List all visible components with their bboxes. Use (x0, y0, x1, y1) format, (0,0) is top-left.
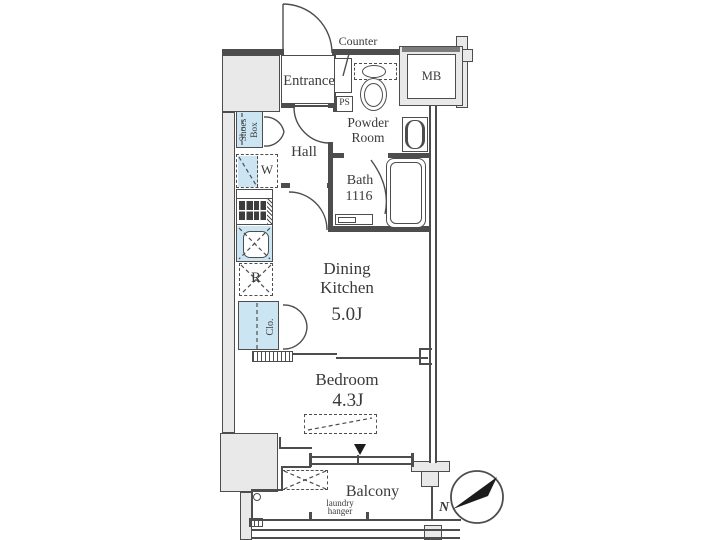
dining-kitchen-area-label: 5.0J (331, 304, 363, 325)
window-jamb (309, 453, 312, 467)
bedroom-label: Bedroom (315, 370, 379, 389)
toilet-lid (362, 65, 386, 78)
bedroom-dashed-area (304, 414, 377, 434)
laundry-hanger-label: laundry hanger (326, 498, 354, 517)
sliding-door-panel (293, 353, 337, 355)
balcony-edge (251, 489, 283, 491)
mb-label: MB (421, 69, 442, 83)
balcony-label: Balcony (345, 483, 400, 500)
entrance-door-arc (282, 3, 333, 54)
shoes-box-label: Shoes Box (239, 118, 260, 142)
wall-segment (328, 142, 333, 155)
stove-side-hatch (266, 199, 273, 224)
wall-east (429, 103, 437, 463)
railing-post (366, 512, 369, 520)
balcony-railing (249, 519, 461, 521)
wall-segment (327, 183, 333, 188)
balcony-vent (249, 518, 263, 527)
bedroom-area-label: 4.3J (332, 390, 364, 411)
wall-segment (328, 158, 333, 232)
toilet-bowl-inner (364, 83, 383, 107)
bath-step (335, 214, 373, 225)
fridge-label: R (250, 270, 261, 286)
stove-burner (254, 201, 266, 220)
powder-room-label: Powder Room (347, 115, 389, 146)
kitchen-sink (243, 231, 269, 258)
compass-circle (450, 470, 504, 524)
entrance-label: Entrance (283, 73, 335, 89)
wall-segment (222, 49, 284, 55)
window-line (312, 456, 412, 458)
meter-box (407, 54, 456, 99)
bath-step-inner (338, 216, 356, 223)
washer-pan (237, 155, 258, 187)
balcony-edge (251, 489, 253, 521)
window-center-stile (357, 455, 359, 465)
bath-size-label: 1116 (345, 189, 373, 204)
ps-label: PS (339, 98, 350, 108)
railing-post (309, 512, 312, 520)
wall-segment (402, 46, 460, 52)
wall-mass-northeast-notch (462, 49, 473, 62)
window-line (312, 463, 412, 465)
wall-mass-southwest (220, 433, 278, 492)
balcony-outer-rail (251, 529, 460, 539)
balcony-edge (281, 466, 311, 468)
wall-segment (279, 447, 312, 449)
stove-block (237, 198, 272, 225)
north-label: N (438, 500, 450, 515)
wall-mass-entrance-left (222, 55, 280, 112)
window-jamb (411, 453, 414, 467)
entrance-step-line (294, 105, 328, 107)
wall-mass-balcony-right-column (421, 471, 439, 487)
wall-segment (281, 183, 290, 188)
wall-segment (388, 153, 430, 158)
balcony-edge (431, 486, 433, 520)
bath-label: Bath (346, 173, 374, 188)
wall-segment (332, 49, 404, 55)
closet (238, 301, 279, 350)
counter-fixture (334, 58, 352, 93)
washer-label: W (260, 162, 274, 177)
pipe-space-box (336, 96, 353, 112)
sliding-door-panel (336, 357, 428, 359)
closet-label: Clo. (265, 318, 277, 336)
north-arrow (453, 477, 497, 509)
counter-label: Counter (338, 34, 378, 48)
wall-segment (328, 226, 436, 232)
powder-door-arc (293, 106, 331, 144)
window-center-marker (354, 444, 366, 455)
balcony-ac-space (282, 470, 328, 490)
shoes-box (236, 111, 263, 148)
wall-segment (281, 103, 295, 108)
partition-hatch (252, 351, 293, 362)
bathtub-inner (390, 162, 422, 224)
hall-label: Hall (291, 144, 317, 160)
hall-dk-door-arc (288, 191, 328, 231)
stove-burner (239, 201, 253, 220)
wall-segment (328, 153, 344, 158)
wall-segment (279, 437, 281, 449)
dining-kitchen-label: Dining Kitchen (320, 259, 374, 298)
wall-mass-west-band (222, 112, 235, 433)
balcony-drain (253, 493, 261, 501)
sliding-door-pocket (419, 348, 432, 365)
vanity-basin-inner (405, 120, 425, 149)
